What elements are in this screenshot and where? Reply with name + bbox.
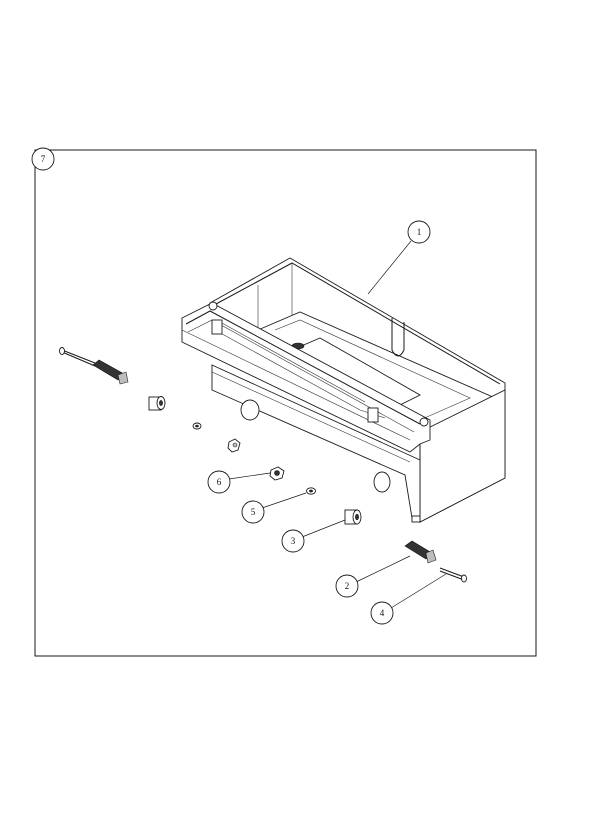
callout-3-label: 3	[291, 536, 296, 546]
tray-housing	[181, 257, 506, 523]
callout-1-label: 1	[417, 227, 422, 237]
callout-4-label: 4	[380, 608, 385, 618]
left-washer	[192, 422, 202, 430]
left-bushing	[148, 396, 166, 411]
callout-5-label: 5	[251, 507, 256, 517]
callout-3: 3	[281, 519, 346, 553]
callout-6-label: 6	[217, 477, 222, 487]
frame-number-balloon: 7	[31, 147, 55, 171]
latch-pin-part	[404, 540, 437, 564]
callout-6: 6	[207, 470, 271, 494]
callout-1: 1	[367, 220, 431, 295]
left-latch	[92, 359, 129, 385]
frame-number-label: 7	[41, 154, 46, 164]
drawing-frame	[34, 149, 537, 657]
callout-2: 2	[335, 555, 411, 598]
callout-4: 4	[370, 573, 447, 625]
spacer-bushing-part	[344, 509, 362, 525]
left-pin	[59, 347, 96, 367]
callout-5: 5	[241, 492, 307, 524]
callout-2-label: 2	[345, 581, 350, 591]
hex-nut-part	[269, 466, 285, 481]
left-nut	[227, 438, 241, 453]
shaft-pin-part	[439, 567, 467, 583]
flat-washer-part	[306, 487, 316, 495]
